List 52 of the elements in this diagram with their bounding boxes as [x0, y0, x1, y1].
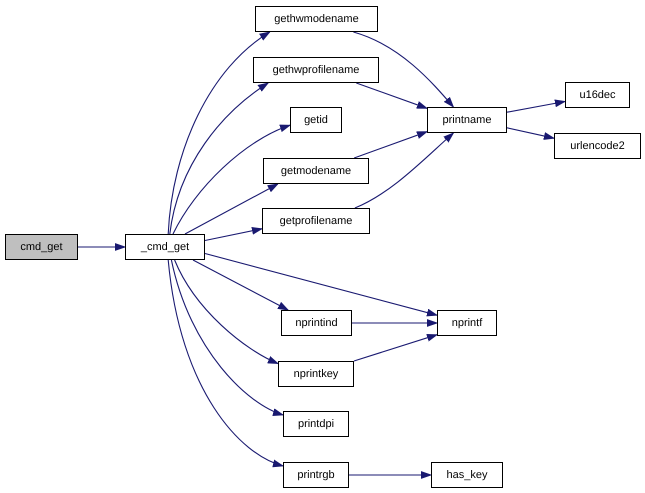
arrow: [169, 82, 269, 234]
arrow: [174, 260, 278, 364]
function-box: [565, 82, 630, 108]
arrow: [506, 99, 566, 113]
function-box: [253, 57, 379, 83]
function-box: [427, 107, 507, 133]
arrow: [172, 124, 290, 234]
arrow: [78, 243, 126, 251]
function-name: _cmd_get: [140, 240, 190, 254]
arrow: [168, 32, 270, 234]
arrow: [352, 319, 438, 327]
function-name: nprintf: [452, 316, 482, 330]
function-box: [290, 107, 342, 133]
arrow: [353, 31, 454, 108]
function-box: [255, 6, 378, 32]
function-box: [283, 411, 349, 437]
function-name: gethwprofilename: [272, 64, 360, 76]
arrow: [192, 260, 288, 310]
arrow: [354, 334, 438, 362]
function-name: cmd_get: [20, 240, 63, 254]
arrow: [170, 260, 284, 416]
arrow: [354, 132, 454, 208]
function-name: printname: [442, 114, 492, 126]
function-name: printrgb: [297, 468, 335, 482]
function-name: gethwmodename: [274, 12, 359, 26]
function-name: getprofilename: [280, 214, 352, 228]
function-name: getmodename: [280, 164, 352, 178]
arrow: [349, 471, 432, 479]
function-name: getid: [304, 114, 328, 126]
function-box: [437, 310, 497, 336]
arrow: [168, 260, 284, 466]
function-name: nprintkey: [294, 368, 338, 380]
arrow: [356, 82, 428, 109]
function-name: u16dec: [579, 88, 616, 102]
function-box: [283, 462, 349, 488]
function-box: [263, 158, 369, 184]
function-box: [281, 310, 352, 336]
function-box: [125, 234, 205, 260]
function-box: [5, 234, 78, 260]
function-box: [262, 208, 370, 234]
function-box: [431, 462, 503, 488]
function-name: has_key: [446, 468, 488, 482]
arrow: [184, 184, 278, 234]
function-name: urlencode2: [570, 140, 625, 152]
arrow: [354, 131, 428, 159]
function-box: [278, 361, 354, 387]
function-box: [554, 133, 641, 159]
function-name: printdpi: [298, 418, 334, 430]
arrow: [506, 127, 554, 140]
arrow: [204, 226, 262, 242]
arrow: [204, 252, 438, 316]
function-name: nprintind: [295, 316, 338, 330]
